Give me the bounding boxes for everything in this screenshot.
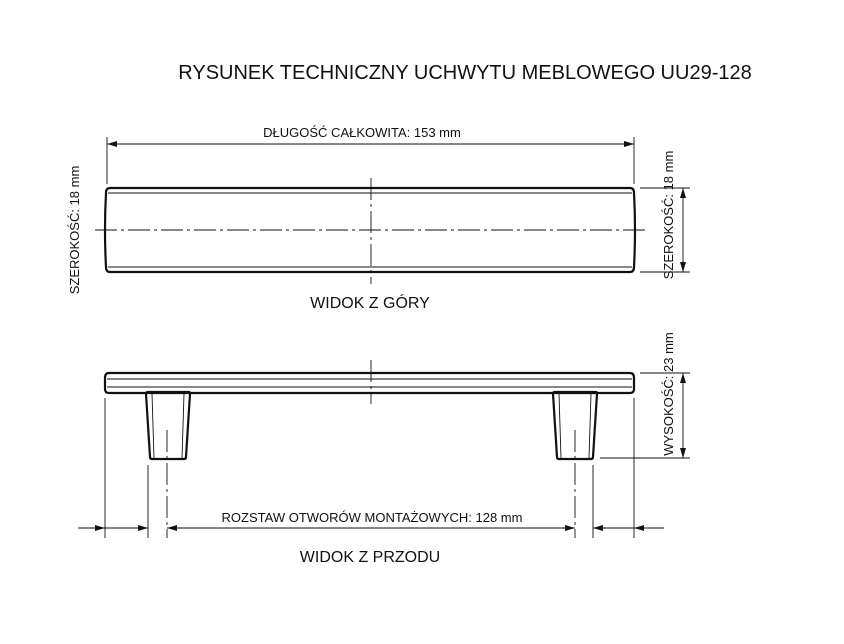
front-view: ROZSTAW OTWORÓW MONTAŻOWYCH: 128 mm WYSO… bbox=[78, 332, 690, 566]
leg-edge-line bbox=[588, 393, 592, 459]
width-label-left: SZEROKOŚĆ: 18 mm bbox=[67, 166, 82, 295]
height-label: WYSOKOŚĆ: 23 mm bbox=[661, 332, 676, 456]
leg-edge-line bbox=[181, 393, 185, 459]
leg-edge-line bbox=[151, 393, 155, 459]
top-view: DŁUGOŚĆ CAŁKOWITA: 153 mm SZEROKOŚĆ: 18 … bbox=[67, 125, 690, 312]
left-leg-outline bbox=[144, 390, 192, 461]
top-view-label: WIDOK Z GÓRY bbox=[310, 293, 430, 312]
drawing-title: RYSUNEK TECHNICZNY UCHWYTU MEBLOWEGO UU2… bbox=[178, 62, 751, 84]
leg-edge-line bbox=[558, 393, 562, 459]
handle-top-outline bbox=[103, 186, 637, 274]
width-label-right: SZEROKOŚĆ: 18 mm bbox=[661, 151, 676, 280]
length-label: DŁUGOŚĆ CAŁKOWITA: 153 mm bbox=[263, 125, 461, 140]
spacing-label: ROZSTAW OTWORÓW MONTAŻOWYCH: 128 mm bbox=[222, 510, 523, 525]
front-view-label: WIDOK Z PRZODU bbox=[300, 549, 440, 566]
right-leg-outline bbox=[551, 390, 599, 461]
handle-bar-outline bbox=[103, 371, 636, 395]
